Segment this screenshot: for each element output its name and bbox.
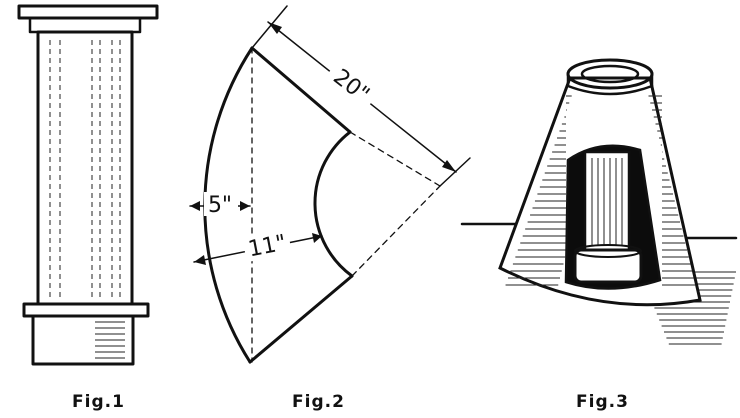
pattern-dashed-extension-top (349, 131, 441, 187)
dim-5-arrow-left (190, 201, 200, 211)
dim-5-label: 5" (208, 193, 232, 218)
inner-post-base (573, 248, 643, 284)
tube-body (36, 30, 134, 306)
dim-20-arrow-end (442, 160, 456, 172)
dim-5-label-bg (204, 192, 238, 216)
cone-shading (505, 95, 696, 286)
dim-5-arrow-right (240, 201, 250, 211)
dim-20-label-bg (322, 57, 382, 113)
pattern-inner-arc (313, 130, 354, 278)
inner-post-shading (591, 158, 623, 246)
cone-top-ring-side (566, 72, 654, 96)
dim-20-extension-top (251, 5, 288, 49)
fig3-cone (460, 58, 738, 345)
dim-11-arrow-left (194, 255, 206, 265)
fig3-caption: Fig.3 (576, 392, 629, 412)
cone-top-ring-inner (580, 64, 640, 84)
tube-bottom-base (31, 314, 135, 366)
tube-top-flange (17, 4, 159, 20)
fig1-caption: Fig.1 (72, 392, 125, 412)
fig1-tube (17, 4, 159, 366)
dim-20-arrow-start (268, 22, 282, 34)
inner-post-base-top (574, 244, 642, 258)
dim-11-arrow-right (312, 233, 322, 243)
fig2-caption: Fig.2 (292, 392, 345, 412)
tube-shading (49, 40, 125, 359)
pattern-bottom-edge-inner (255, 279, 349, 357)
tube-top-collar (28, 16, 142, 34)
tube-bottom-flange (22, 302, 150, 318)
pattern-dashed-extension-bottom (351, 185, 441, 277)
fig2-pattern: 20" 5" 11" (189, 5, 471, 364)
pattern-top-edge (250, 46, 352, 134)
dim-11-label-bg (241, 227, 293, 263)
